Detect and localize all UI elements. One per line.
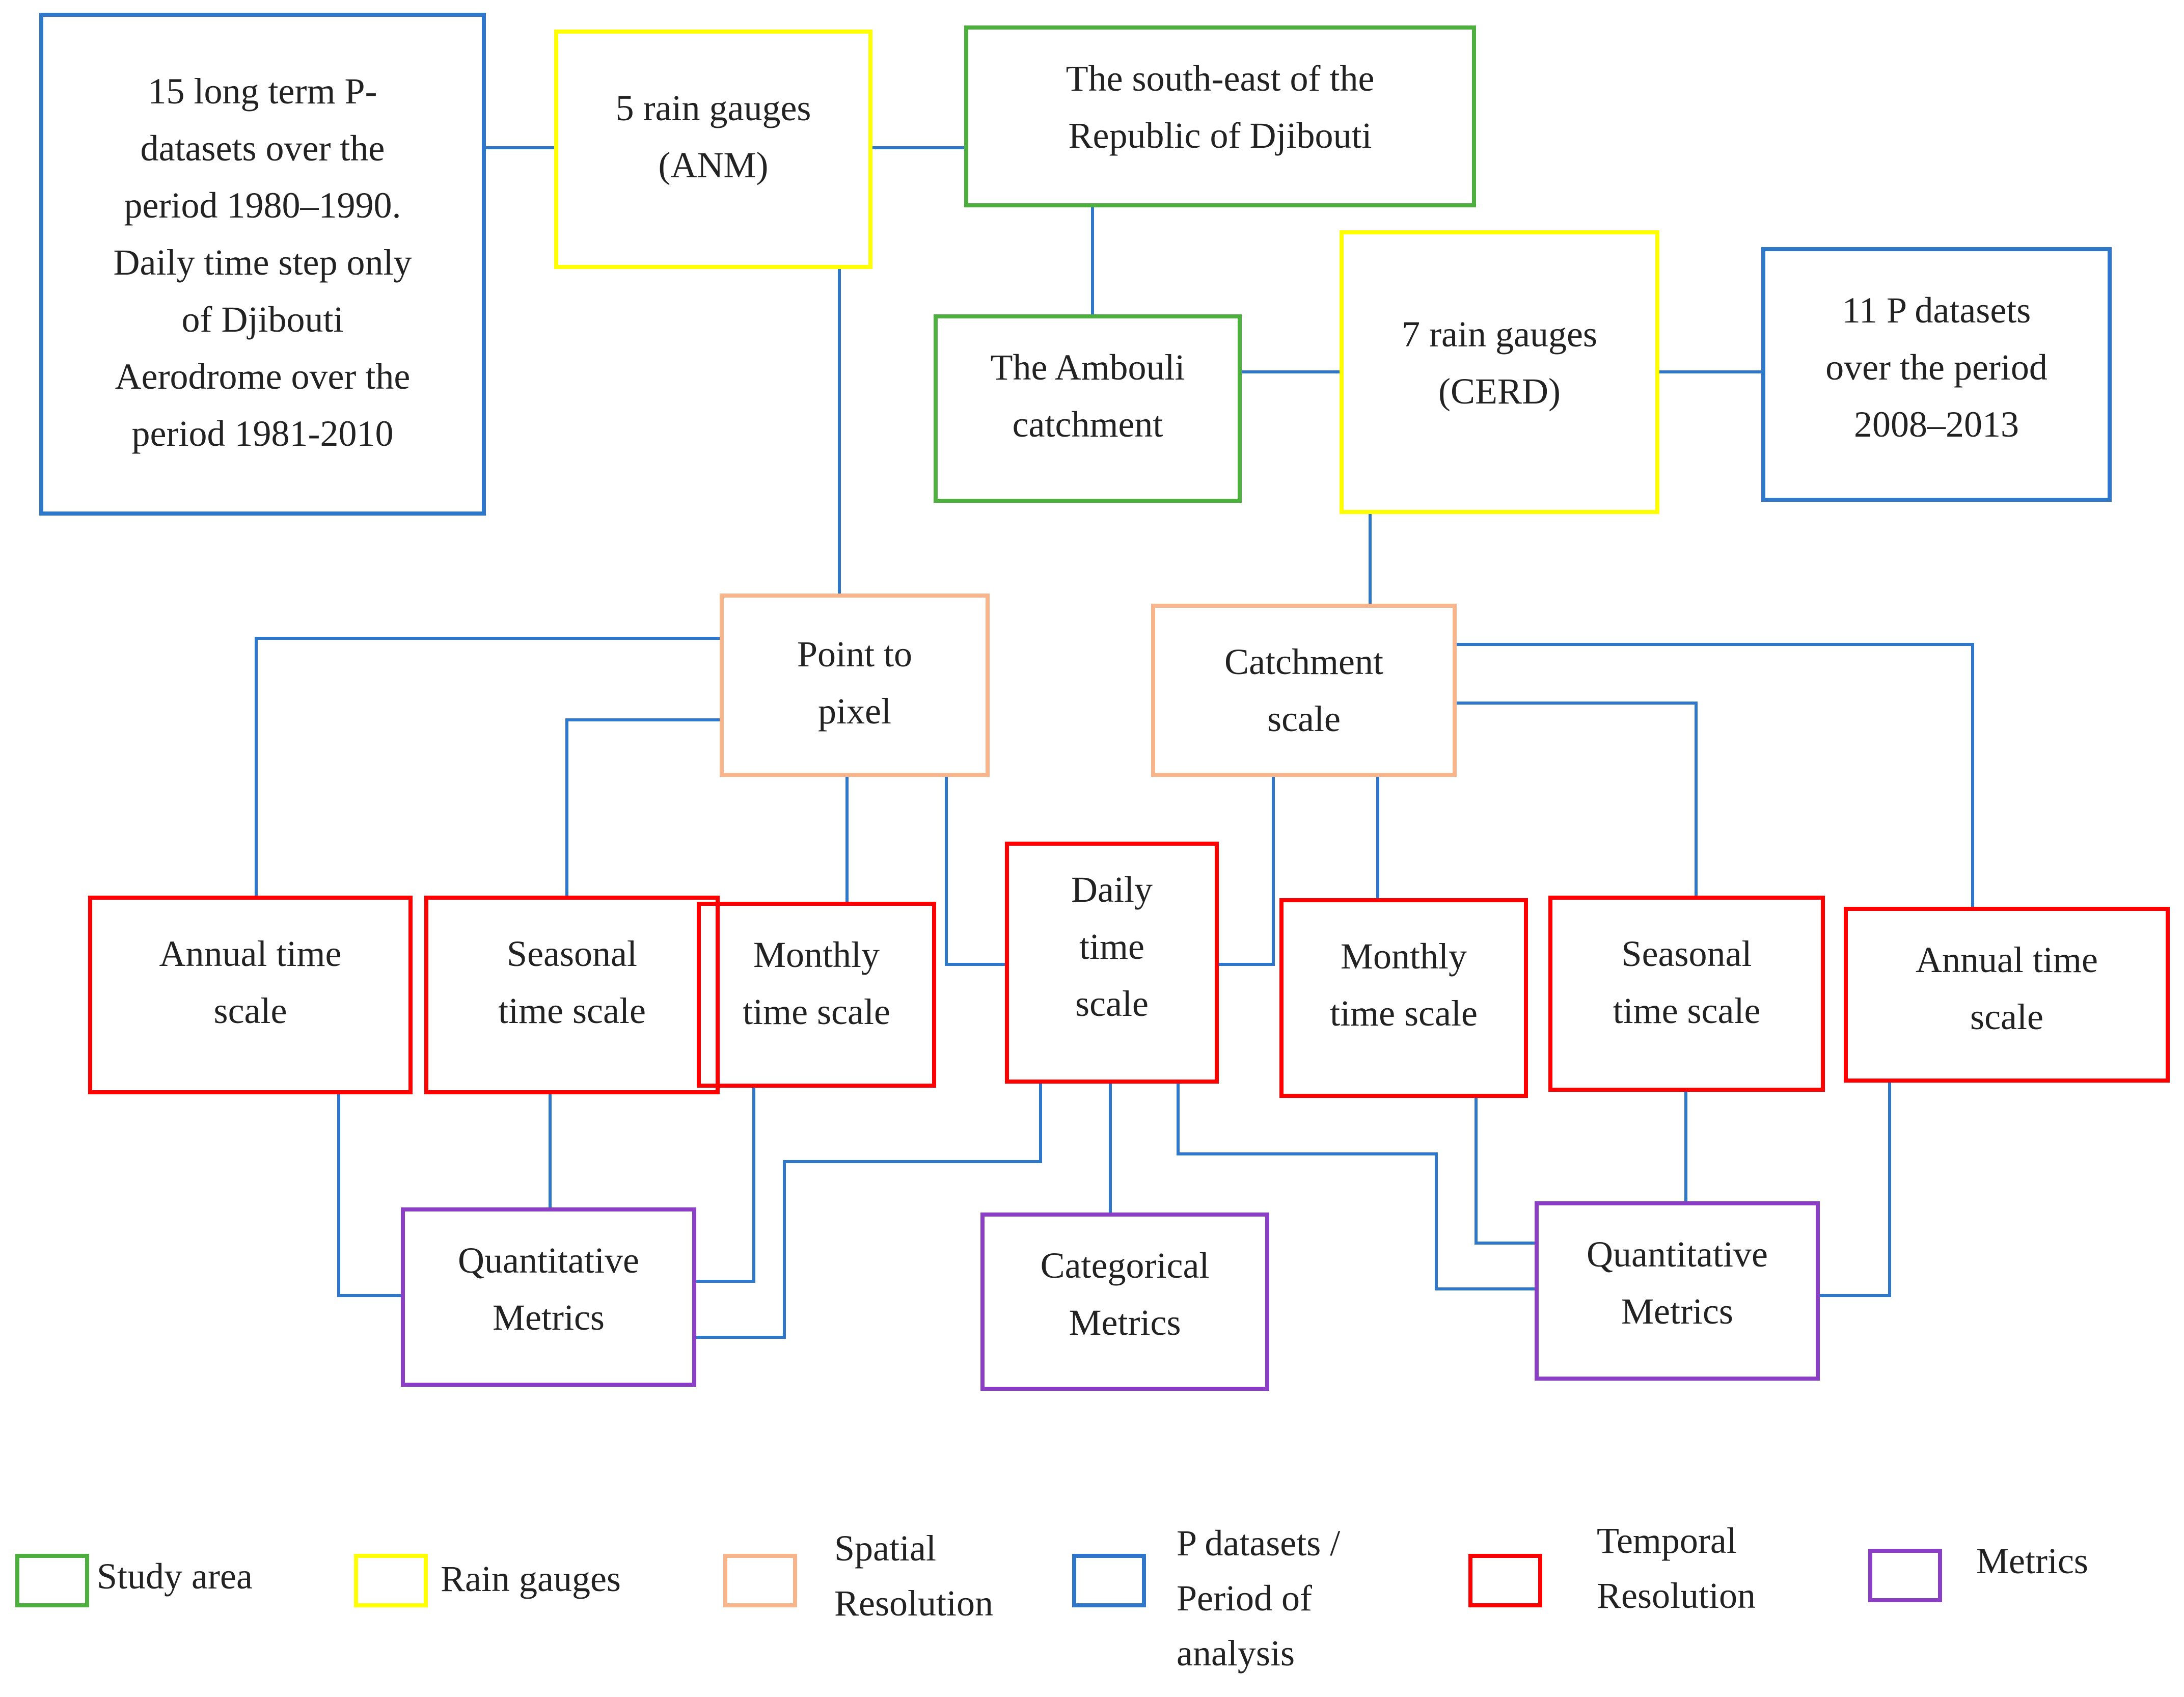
arrow-catchment-to-annual — [1457, 643, 1975, 907]
anm-gauges-text: 5 rain gauges (ANM) — [615, 88, 811, 185]
quantitative-metrics-right-box: Quantitative Metrics — [1535, 1201, 1820, 1381]
seasonal-time-scale-left-box: Seasonal time scale — [424, 896, 720, 1094]
arrow-annual-right-to-quant — [1819, 1083, 1891, 1298]
point-to-pixel-text: Point to pixel — [797, 634, 913, 732]
legend-label-metrics: Metrics — [1976, 1541, 2088, 1581]
catchment-scale-box: Catchment scale — [1151, 604, 1457, 777]
arrow-daily-to-quant-right — [1177, 1084, 1535, 1291]
annual-time-scale-right-text: Annual time scale — [1916, 939, 2098, 1037]
legend-label-temporal: Temporal Resolution — [1597, 1520, 1756, 1616]
annual-time-scale-left-box: Annual time scale — [88, 896, 413, 1094]
arrow-monthly-right-to-quant — [1475, 1098, 1535, 1245]
point-to-pixel-box: Point to pixel — [720, 594, 990, 777]
monthly-time-scale-left-box: Monthly time scale — [697, 902, 936, 1088]
arrow-point-to-daily — [945, 777, 1005, 966]
ambouli-text: The Ambouli catchment — [990, 347, 1185, 445]
seasonal-time-scale-right-text: Seasonal time scale — [1613, 933, 1761, 1031]
monthly-time-scale-right-text: Monthly time scale — [1330, 936, 1478, 1034]
annual-time-scale-right-box: Annual time scale — [1844, 907, 2170, 1083]
cerd-datasets-box: 11 P datasets over the period 2008–2013 — [1761, 247, 2112, 502]
legend-swatch-temporal — [1468, 1554, 1542, 1607]
annual-time-scale-left-text: Annual time scale — [159, 933, 342, 1031]
legend-label-rain-gauges: Rain gauges — [441, 1558, 621, 1599]
categorical-metrics-text: Categorical Metrics — [1040, 1245, 1210, 1343]
cerd-gauges-box: 7 rain gauges (CERD) — [1340, 230, 1659, 514]
study-area-text: The south-east of the Republic of Djibou… — [1066, 58, 1375, 156]
legend-label-spatial: Spatial Resolution — [834, 1528, 994, 1624]
anm-datasets-text: 15 long term P- datasets over the period… — [113, 71, 412, 454]
arrow-daily-to-quant-left — [696, 1084, 1042, 1339]
study-area-box: The south-east of the Republic of Djibou… — [964, 25, 1476, 207]
anm-datasets-box: 15 long term P- datasets over the period… — [39, 13, 486, 516]
quantitative-metrics-right-text: Quantitative Metrics — [1587, 1234, 1768, 1332]
legend-label-study-area: Study area — [97, 1556, 253, 1597]
legend-swatch-spatial — [723, 1554, 797, 1607]
cerd-gauges-text: 7 rain gauges (CERD) — [1402, 314, 1597, 412]
monthly-time-scale-left-text: Monthly time scale — [743, 934, 890, 1032]
arrow-point-to-annual — [254, 637, 720, 896]
legend-swatch-datasets — [1072, 1554, 1146, 1607]
arrow-catchment-to-seasonal — [1457, 702, 1698, 896]
legend-swatch-metrics — [1868, 1549, 1942, 1602]
arrow-point-to-seasonal — [565, 718, 720, 896]
daily-time-scale-box: Daily time scale — [1005, 842, 1219, 1084]
daily-time-scale-text: Daily time scale — [1071, 869, 1153, 1024]
ambouli-box: The Ambouli catchment — [934, 314, 1242, 503]
legend-swatch-study-area — [15, 1554, 89, 1607]
arrow-catchment-to-daily — [1218, 777, 1275, 966]
arrow-monthly-left-to-quant — [696, 1088, 755, 1283]
legend-swatch-rain-gauges — [354, 1554, 428, 1607]
anm-gauges-box: 5 rain gauges (ANM) — [554, 30, 872, 269]
cerd-datasets-text: 11 P datasets over the period 2008–2013 — [1825, 290, 2048, 445]
monthly-time-scale-right-box: Monthly time scale — [1279, 898, 1528, 1098]
legend-label-datasets: P datasets / Period of analysis — [1177, 1523, 1341, 1674]
categorical-metrics-box: Categorical Metrics — [980, 1213, 1269, 1391]
seasonal-time-scale-right-box: Seasonal time scale — [1548, 896, 1825, 1092]
quantitative-metrics-left-text: Quantitative Metrics — [458, 1240, 639, 1338]
arrow-annual-left-to-quant — [337, 1094, 401, 1298]
quantitative-metrics-left-box: Quantitative Metrics — [401, 1207, 696, 1387]
seasonal-time-scale-left-text: Seasonal time scale — [498, 933, 646, 1031]
catchment-scale-text: Catchment scale — [1224, 641, 1383, 739]
